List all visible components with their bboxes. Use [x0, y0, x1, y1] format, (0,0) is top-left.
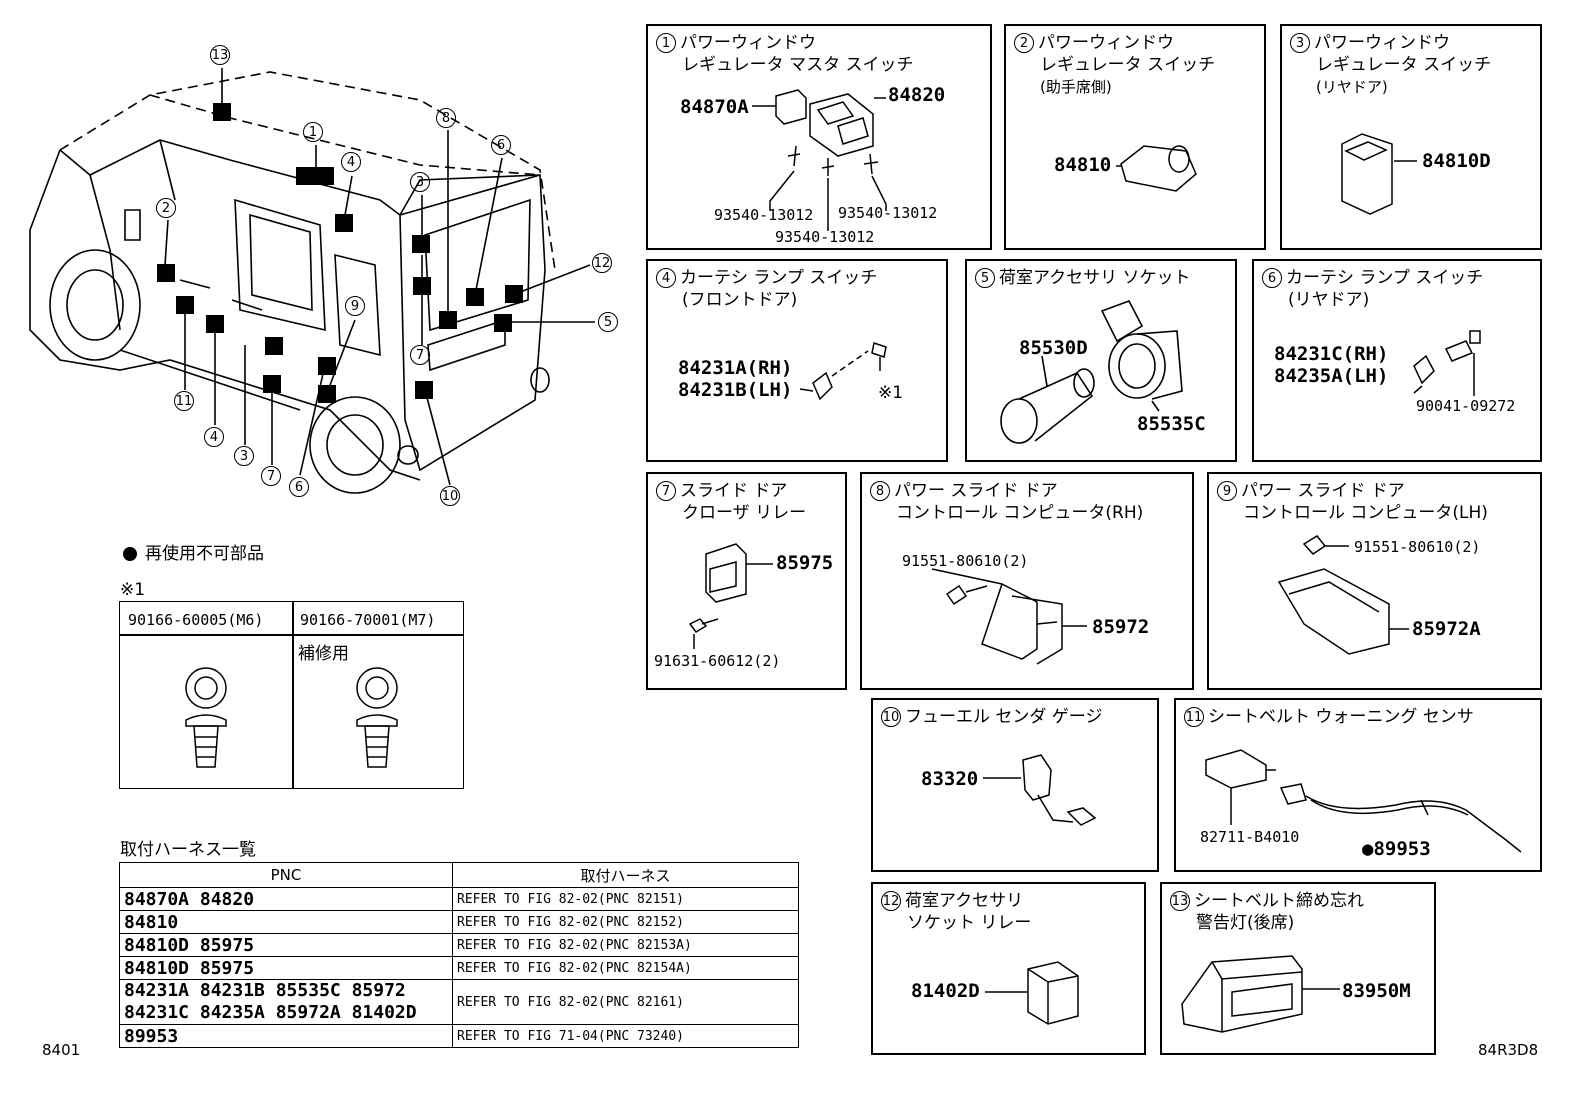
- callout-13: 13: [210, 45, 234, 65]
- table-row: 84810 REFER TO FIG 82-02(PNC 82152): [119, 910, 799, 934]
- vehicle-drawing: [29, 68, 595, 494]
- bolt-m6-label: 90166-60005(M6): [128, 611, 264, 629]
- callout-4: 4: [341, 152, 365, 172]
- callout-1: 1: [303, 122, 327, 142]
- panel-3-illustration: [1341, 133, 1417, 215]
- panel-13-illustration: [1181, 955, 1340, 1033]
- callout-6b: 6: [289, 477, 313, 497]
- callout-5: 5: [598, 312, 622, 332]
- panel-4-illustration: [799, 342, 887, 401]
- repair-use-label: 補修用: [298, 644, 349, 664]
- harness-table: PNC 取付ハーネス 84870A 84820 REFER TO FIG 82-…: [119, 862, 799, 1048]
- harness-title: 取付ハーネス一覧: [120, 840, 256, 860]
- panel-9-illustration: [1277, 535, 1409, 655]
- harness-head-pnc: PNC: [119, 862, 453, 888]
- callout-3b: 3: [234, 446, 258, 466]
- legend-non-reusable: 再使用不可部品: [123, 544, 264, 564]
- footer-right-code: 84R3D8: [1478, 1041, 1539, 1059]
- callout-4b: 4: [204, 427, 228, 447]
- callout-11: 11: [174, 391, 198, 411]
- table-row: 84810D 85975 REFER TO FIG 82-02(PNC 8215…: [119, 956, 799, 980]
- callout-3: 3: [410, 172, 434, 192]
- panel-6-illustration: [1413, 330, 1481, 396]
- panel-2-illustration: [1116, 145, 1197, 192]
- bolt-table: 90166-60005(M6) 90166-70001(M7) 補修用: [119, 601, 464, 789]
- callout-10: 10: [440, 486, 464, 506]
- callout-8: 8: [436, 108, 460, 128]
- footer-left-code: 8401: [42, 1041, 81, 1059]
- panel-12-illustration: [985, 961, 1079, 1025]
- callout-2: 2: [156, 198, 180, 218]
- panel-8-illustration: [931, 568, 1087, 665]
- vehicle-overview: 13 1 4 8 6 3 2 12 5 9 7 11 4 3 7 6 10: [0, 0, 640, 530]
- panel-5-illustration: [1000, 300, 1183, 444]
- note-mark: ※1: [120, 580, 146, 600]
- callout-9: 9: [345, 296, 369, 316]
- panel-1-illustration: [752, 89, 887, 231]
- table-row: 89953 REFER TO FIG 71-04(PNC 73240): [119, 1024, 799, 1048]
- panel-7-illustration: [688, 543, 773, 649]
- table-row: 84810D 85975 REFER TO FIG 82-02(PNC 8215…: [119, 933, 799, 957]
- table-row: 84870A 84820 REFER TO FIG 82-02(PNC 8215…: [119, 887, 799, 911]
- bolt-illustrations: [185, 667, 398, 768]
- callout-12: 12: [592, 253, 616, 273]
- panel-11-illustration: [1205, 749, 1522, 853]
- callout-6: 6: [491, 135, 515, 155]
- callout-7b: 7: [261, 466, 285, 486]
- filled-dot-icon: [123, 547, 137, 561]
- harness-head-ref: 取付ハーネス: [452, 862, 799, 888]
- panel-10-illustration: [983, 754, 1097, 826]
- bolt-m7-label: 90166-70001(M7): [300, 611, 436, 629]
- callout-7: 7: [410, 345, 434, 365]
